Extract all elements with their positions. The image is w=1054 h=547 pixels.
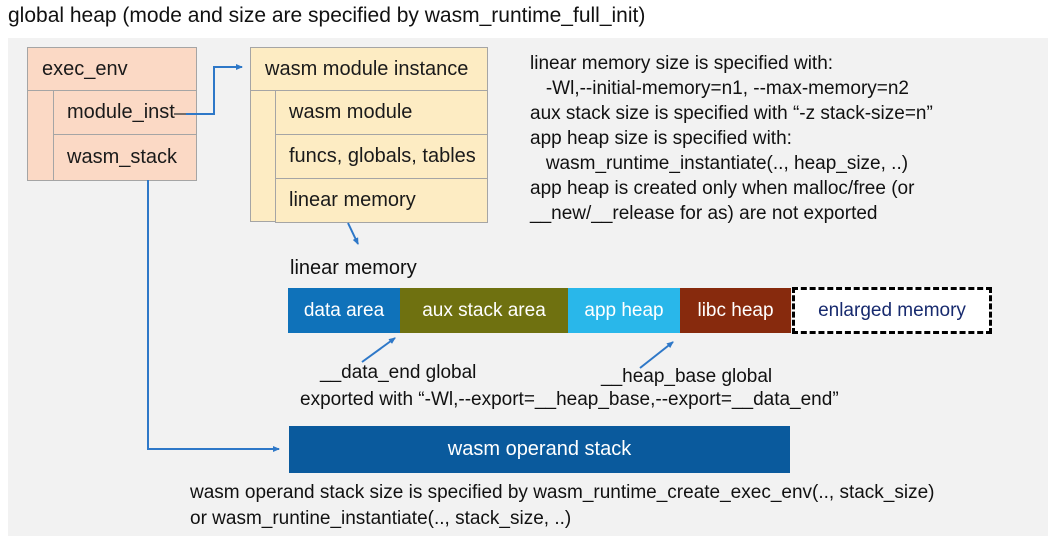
- note-line: linear memory size is specified with:: [530, 53, 834, 74]
- instance-row-wasm-module: wasm module: [275, 90, 488, 135]
- note-line: -Wl,--initial-memory=n1, --max-memory=n2: [530, 78, 909, 99]
- note-line: aux stack size is specified with “-z sta…: [530, 103, 933, 124]
- instance-row-funcs-globals-tables: funcs, globals, tables: [275, 134, 488, 179]
- segment-app-heap: app heap: [568, 288, 680, 333]
- note-line: or wasm_runtine_instantiate(.., stack_si…: [190, 508, 572, 529]
- exec-env-header: exec_env: [42, 58, 128, 80]
- segment-aux-stack-area: aux stack area: [400, 288, 568, 333]
- data-end-global-label: __data_end global: [320, 362, 477, 383]
- operand-stack-notes: wasm operand stack size is specified by …: [190, 480, 935, 532]
- note-line: app heap is created only when malloc/fre…: [530, 178, 915, 199]
- diagram-title: global heap (mode and size are specified…: [8, 4, 646, 27]
- segment-data-area: data area: [288, 288, 400, 333]
- exported-note: exported with “-Wl,--export=__heap_base,…: [300, 389, 839, 410]
- note-line: wasm_runtime_instantiate(.., heap_size, …: [530, 153, 909, 174]
- note-line: app heap size is specified with:: [530, 128, 792, 149]
- segment-enlarged-memory: enlarged memory: [792, 287, 992, 334]
- heap-base-global-label: __heap_base global: [601, 366, 773, 387]
- linear-memory-label: linear memory: [290, 257, 417, 279]
- exec-env-row-wasm-stack: wasm_stack: [53, 134, 197, 181]
- segment-libc-heap: libc heap: [680, 288, 791, 333]
- wasm-operand-stack-box: wasm operand stack: [289, 426, 790, 473]
- note-line: wasm operand stack size is specified by …: [190, 482, 935, 503]
- exec-env-row-module-inst: module_inst: [53, 90, 197, 135]
- instance-row-linear-memory: linear memory: [275, 178, 488, 223]
- note-line: __new/__release for as) are not exported: [530, 203, 878, 224]
- module-instance-header: wasm module instance: [265, 58, 469, 80]
- memory-size-notes: linear memory size is specified with: -W…: [530, 51, 933, 226]
